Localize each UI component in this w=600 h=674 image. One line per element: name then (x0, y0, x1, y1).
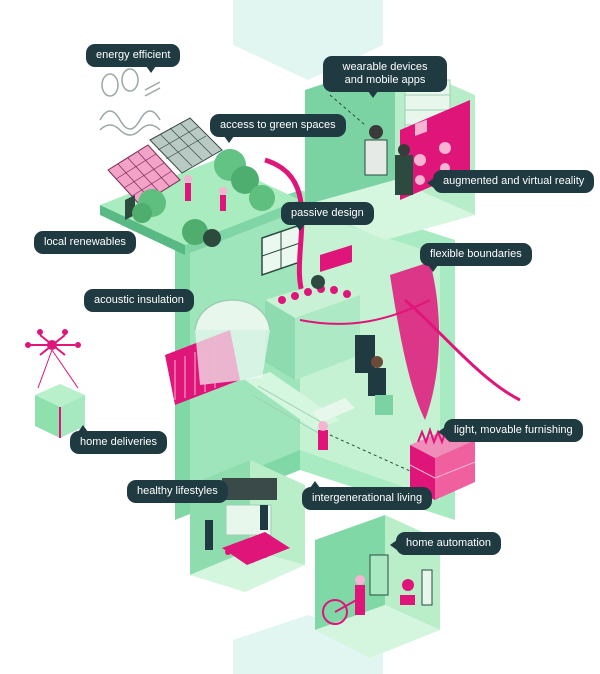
roof-figures (184, 175, 227, 211)
acoustic-balcony (165, 299, 271, 405)
balcony-sofa (320, 245, 352, 272)
roof-terrace-edge-left (100, 205, 185, 255)
callout-home-deliveries-text: home deliveries (80, 436, 158, 448)
movable-cart (409, 426, 476, 500)
callout-passive-design-text: passive design (291, 207, 364, 219)
callout-local-renewables-text: local renewables (44, 236, 126, 248)
delivery-drone (25, 329, 81, 389)
callout-healthy-lifestyles: healthy lifestyles (127, 480, 228, 503)
callout-flexible-boundaries: flexible boundaries (420, 243, 532, 272)
callout-home-deliveries: home deliveries (70, 425, 168, 454)
wearable-guide (329, 94, 366, 126)
energy-efficient-graphic (99, 68, 161, 136)
lower-living-figures (312, 335, 393, 450)
flower-row (278, 275, 351, 304)
callout-home-automation-text: home automation (406, 537, 491, 549)
solar-panels (107, 117, 223, 220)
callout-passive-design: passive design (281, 202, 374, 231)
callout-acoustic-insulation-text: acoustic insulation (94, 294, 184, 306)
callout-local-renewables: local renewables (34, 231, 136, 254)
callout-wearable-devices-text: wearable devices and mobile apps (342, 61, 428, 86)
delivery-package (35, 384, 85, 438)
roof-trees (132, 149, 275, 247)
callout-augmented-virtual-reality-text: augmented and virtual reality (443, 175, 585, 187)
callout-access-green-spaces: access to green spaces (210, 114, 346, 143)
callout-acoustic-insulation: acoustic insulation (84, 289, 194, 312)
callout-intergenerational-living: intergenerational living (302, 481, 433, 510)
callout-flexible-boundaries-text: flexible boundaries (430, 248, 522, 260)
callout-healthy-lifestyles-text: healthy lifestyles (137, 485, 218, 497)
callout-intergenerational-living-text: intergenerational living (312, 492, 423, 504)
callout-wearable-devices: wearable devices and mobile apps (323, 56, 447, 98)
callout-energy-efficient-text: energy efficient (96, 49, 171, 61)
callout-energy-efficient: energy efficient (86, 44, 181, 73)
callout-access-green-spaces-text: access to green spaces (220, 119, 336, 131)
callout-light-movable-furnishing-text: light, movable furnishing (454, 424, 573, 436)
upper-room-figures (364, 125, 413, 195)
flexible-curtain (299, 262, 521, 420)
callout-light-movable-furnishing: light, movable furnishing (438, 419, 583, 442)
upper-room-floor (305, 180, 475, 240)
kitchen-room (190, 460, 305, 592)
callout-augmented-virtual-reality: augmented and virtual reality (427, 170, 595, 193)
callout-home-automation: home automation (390, 532, 501, 555)
